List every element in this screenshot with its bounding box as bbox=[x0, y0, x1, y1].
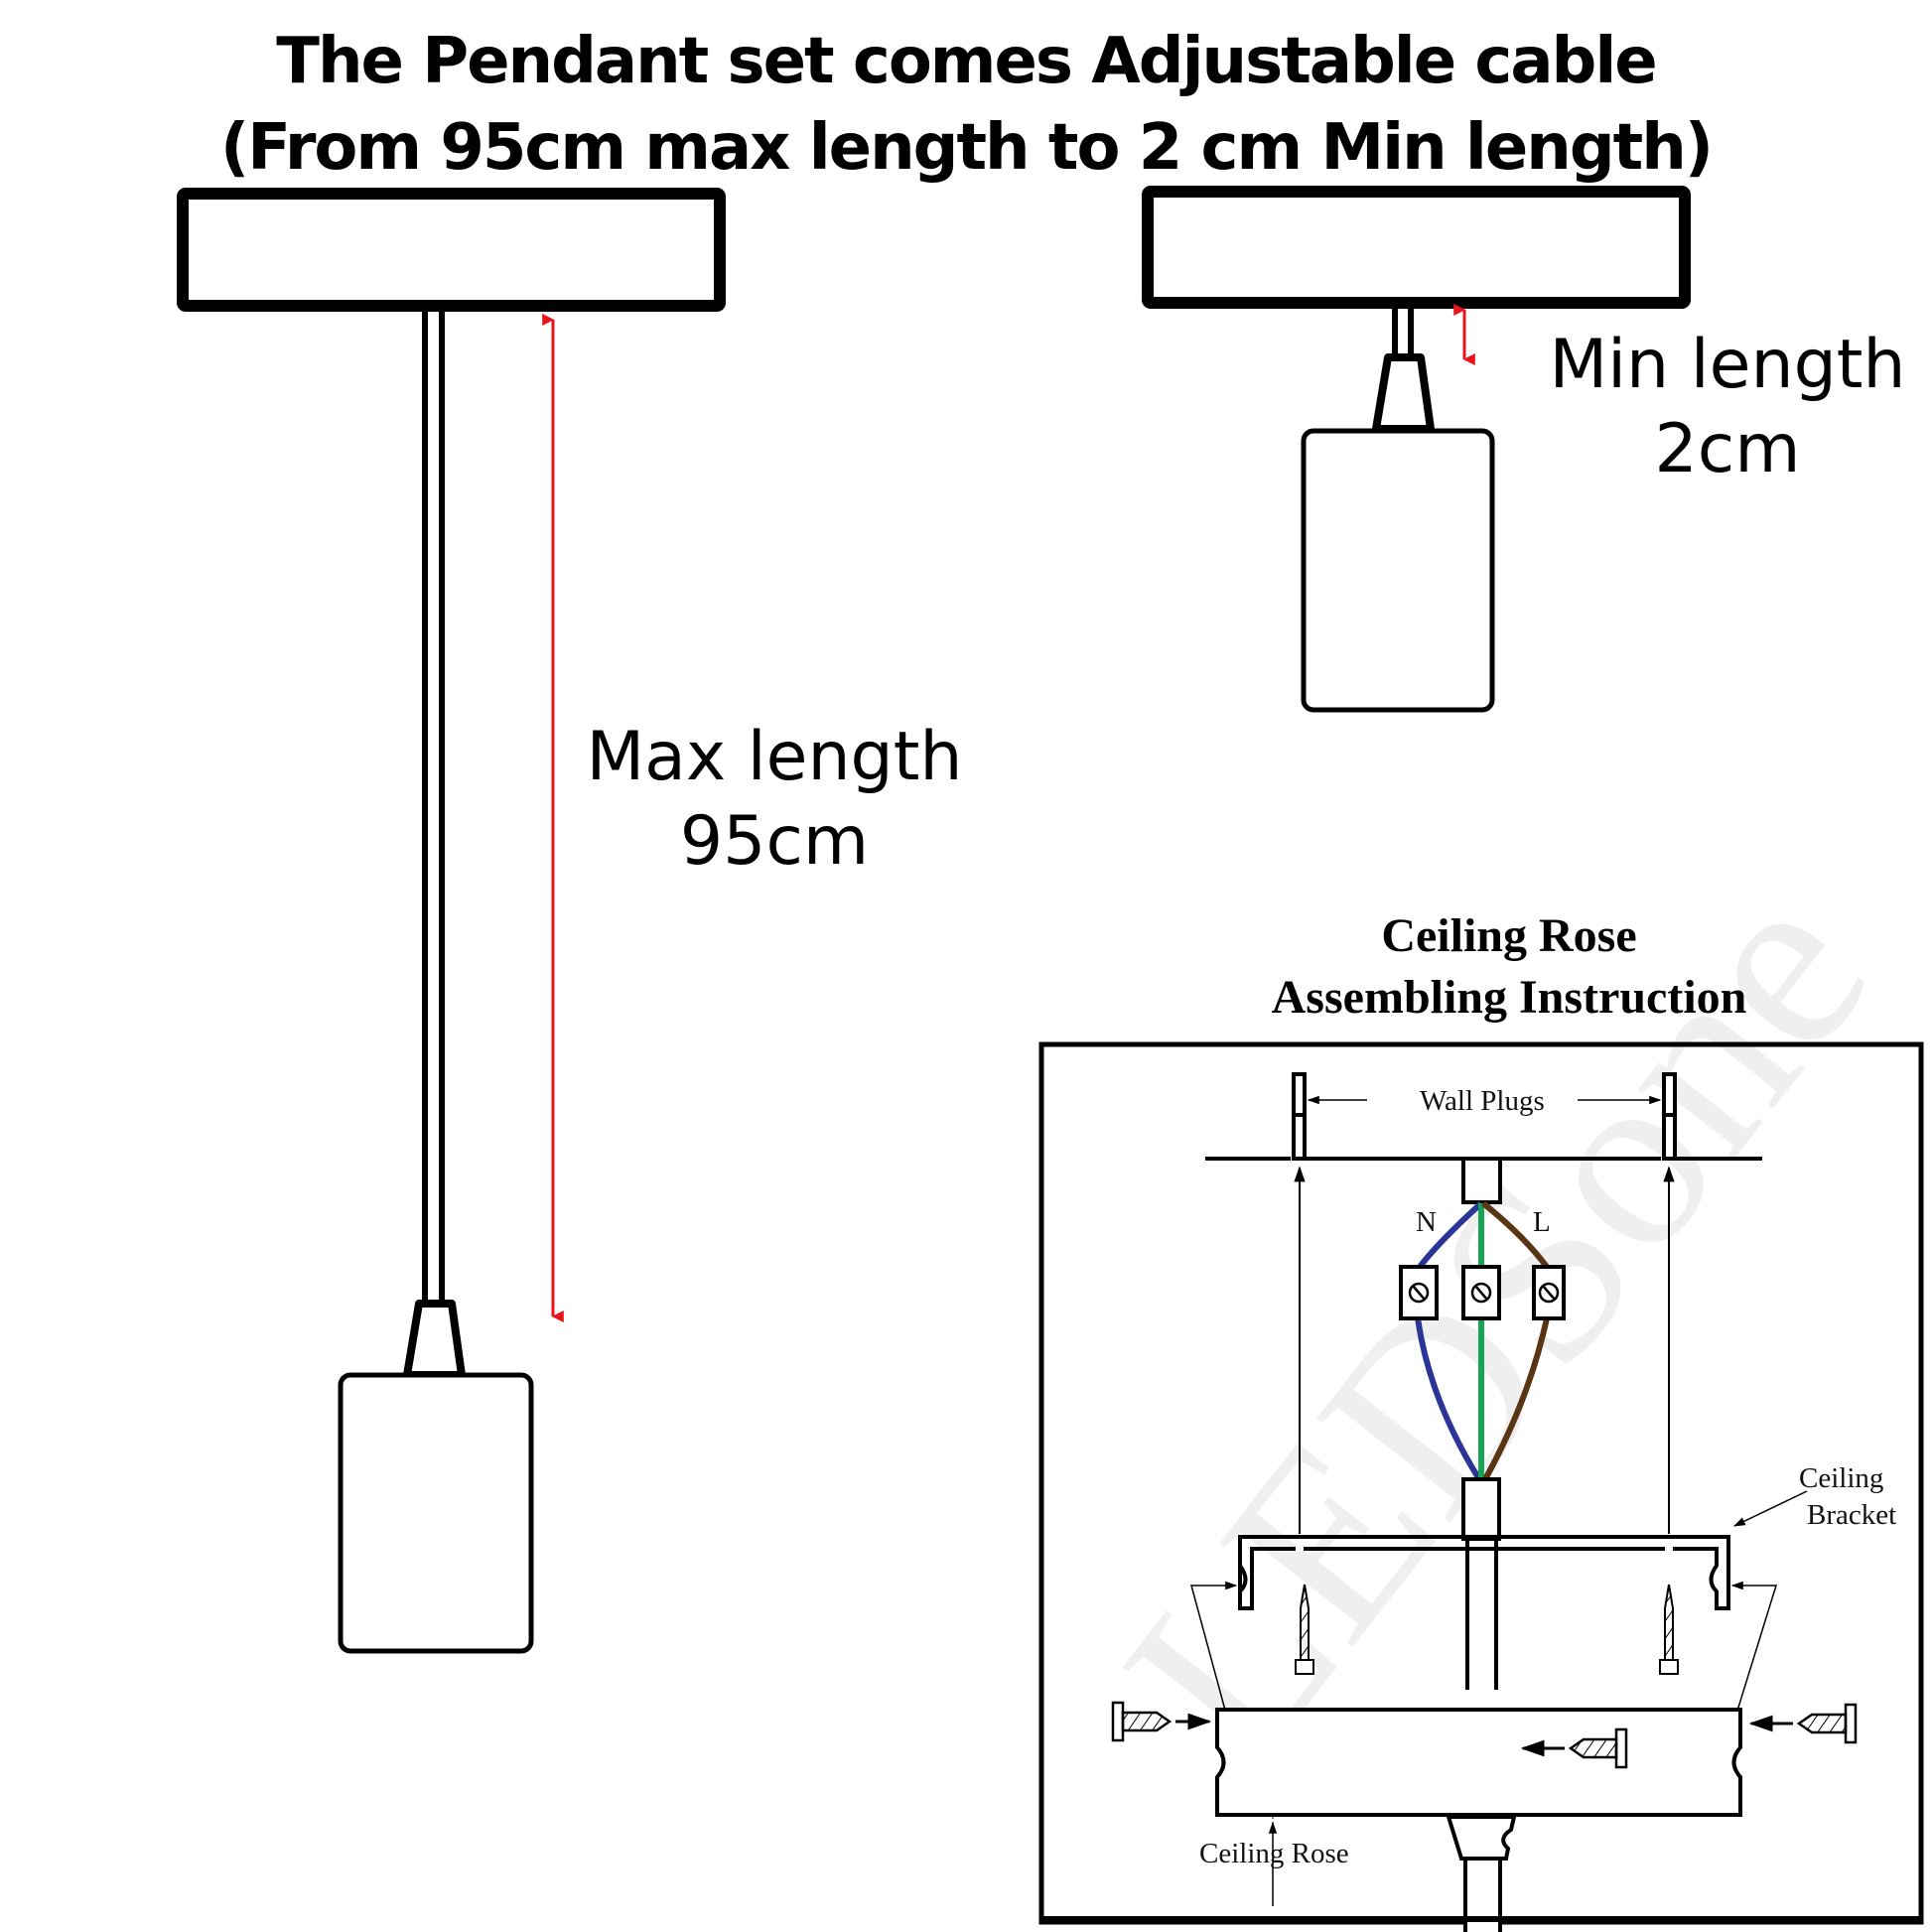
grip-screw bbox=[1520, 1727, 1628, 1769]
min-length-pendant bbox=[1142, 186, 1691, 713]
neutral-wire bbox=[1415, 1200, 1484, 1481]
pendant-cable-max bbox=[422, 311, 445, 1306]
max-length-label-line2: 95cm bbox=[679, 802, 870, 881]
side-screw-right bbox=[1748, 1703, 1858, 1744]
terminal-block-live bbox=[1532, 1265, 1566, 1320]
live-wire bbox=[1481, 1200, 1550, 1481]
neutral-label: N bbox=[1416, 1206, 1437, 1238]
terminal-block-neutral bbox=[1399, 1265, 1439, 1320]
side-screw-left bbox=[1111, 1701, 1212, 1742]
ceiling-rose-body bbox=[1215, 1708, 1742, 1817]
flex-stub bbox=[1461, 1477, 1501, 1541]
fixing-screw-right bbox=[1659, 1584, 1679, 1675]
cord-grip-min bbox=[1372, 353, 1435, 433]
wall-plugs-label: Wall Plugs bbox=[1420, 1085, 1545, 1117]
ceiling-bracket-label-line1: Ceiling bbox=[1799, 1462, 1883, 1494]
ceiling-bracket bbox=[1238, 1535, 1730, 1610]
ceiling-bracket-label-line2: Bracket bbox=[1807, 1499, 1896, 1531]
instruction-heading-line2: Assembling Instruction bbox=[1271, 971, 1747, 1025]
pendant-cable-min bbox=[1392, 308, 1414, 357]
lamp-holder-min bbox=[1301, 428, 1495, 713]
live-label: L bbox=[1533, 1206, 1551, 1238]
fixing-screw-left bbox=[1295, 1584, 1314, 1675]
instruction-heading: Ceiling Rose Assembling Instruction bbox=[1181, 905, 1837, 1030]
min-length-label-line1: Min length bbox=[1549, 326, 1906, 404]
header-line-2: (From 95cm max length to 2 cm Min length… bbox=[219, 111, 1714, 185]
mains-cable-stub bbox=[1461, 1157, 1502, 1204]
terminal-block-earth bbox=[1461, 1265, 1501, 1320]
rose-cord-grip bbox=[1446, 1815, 1517, 1861]
ceiling-canopy-min bbox=[1142, 186, 1691, 309]
cord-grip-max bbox=[403, 1300, 466, 1379]
max-length-pendant bbox=[177, 188, 726, 1654]
lamp-holder-max bbox=[338, 1372, 534, 1654]
wall-plug-left bbox=[1292, 1072, 1307, 1161]
min-length-label: Min length 2cm bbox=[1549, 323, 1906, 491]
min-length-label-line2: 2cm bbox=[1654, 410, 1801, 488]
guide-lines bbox=[1190, 1581, 1778, 1740]
wall-plug-right bbox=[1662, 1072, 1677, 1161]
ceiling-canopy-max bbox=[177, 188, 726, 312]
max-length-label: Max length 95cm bbox=[586, 715, 963, 884]
instruction-heading-line1: Ceiling Rose bbox=[1381, 909, 1637, 962]
max-length-label-line1: Max length bbox=[586, 718, 963, 796]
ceiling-bracket-pointer bbox=[1732, 1490, 1808, 1527]
header-line-1: The Pendant set comes Adjustable cable bbox=[276, 25, 1657, 98]
